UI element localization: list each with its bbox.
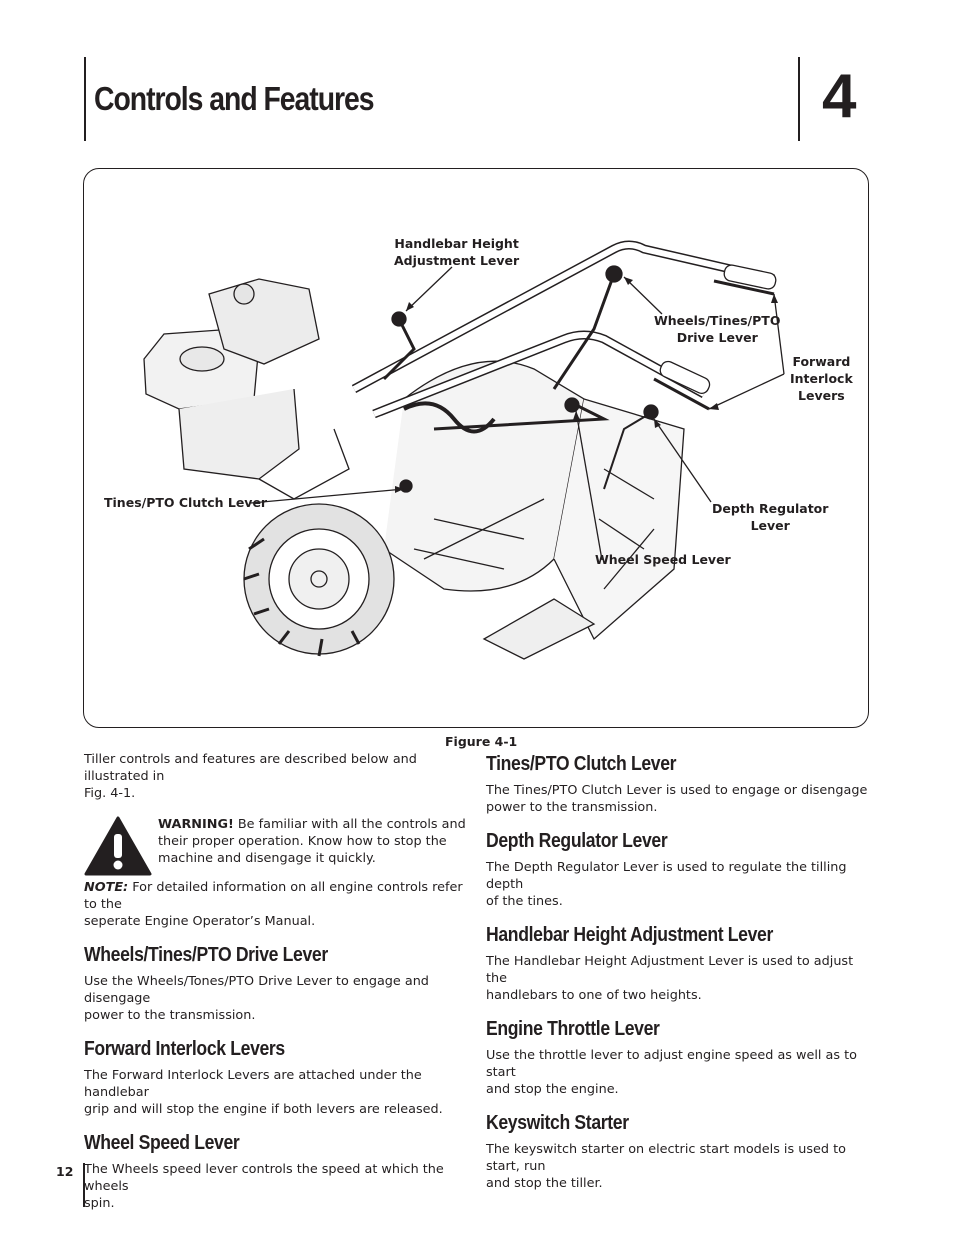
callout-line: Tines/PTO Clutch Lever: [104, 495, 268, 510]
body-line: power to the transmission.: [84, 1008, 256, 1023]
body-line: handlebars to one of two heights.: [486, 988, 702, 1003]
body-line: and stop the tiller.: [486, 1176, 603, 1191]
section-keyswitch: Keyswitch Starter The keyswitch starter …: [486, 1112, 870, 1192]
warning-line: their proper operation. Know how to stop…: [158, 834, 447, 849]
callout-clutch-lever: Tines/PTO Clutch Lever: [104, 494, 267, 511]
body-line: spin.: [84, 1196, 115, 1211]
callout-line: Adjustment Lever: [394, 253, 520, 268]
section-body: Use the throttle lever to adjust engine …: [486, 1047, 870, 1098]
section-body: The Depth Regulator Lever is used to reg…: [486, 859, 870, 910]
header-right-rule: [798, 57, 800, 141]
body-line: power to the transmission.: [486, 800, 658, 815]
body-line: The Forward Interlock Levers are attache…: [84, 1068, 422, 1100]
body-line: The Handlebar Height Adjustment Lever is…: [486, 954, 854, 986]
callout-line: Forward: [792, 354, 851, 369]
right-column: Tines/PTO Clutch Lever The Tines/PTO Clu…: [486, 753, 870, 1192]
callout-line: Depth Regulator: [712, 501, 829, 516]
section-clutch-lever: Tines/PTO Clutch Lever The Tines/PTO Clu…: [486, 753, 870, 816]
section-interlock-levers: Forward Interlock Levers The Forward Int…: [84, 1038, 468, 1118]
section-heading: Engine Throttle Lever: [486, 1018, 660, 1040]
header-left-rule: [84, 57, 86, 141]
callout-depth-lever: Depth Regulator Lever: [712, 500, 828, 534]
note-line: seperate Engine Operator’s Manual.: [84, 914, 316, 929]
section-body: The Tines/PTO Clutch Lever is used to en…: [486, 782, 870, 816]
body-line: The Wheels speed lever controls the spee…: [84, 1162, 444, 1194]
callout-interlock-levers: Forward Interlock Levers: [790, 353, 853, 404]
body-line: of the tines.: [486, 894, 563, 909]
callout-line: Levers: [798, 388, 845, 403]
body-line: The Tines/PTO Clutch Lever is used to en…: [486, 783, 868, 798]
section-heading: Depth Regulator Lever: [486, 830, 668, 852]
page-title: Controls and Features: [94, 80, 375, 117]
section-body: The keyswitch starter on electric start …: [486, 1141, 870, 1192]
section-heading: Keyswitch Starter: [486, 1112, 629, 1134]
callout-line: Drive Lever: [676, 330, 758, 345]
section-heading: Wheels/Tines/PTO Drive Lever: [84, 944, 328, 966]
section-body: The Wheels speed lever controls the spee…: [84, 1161, 468, 1212]
warning-line: Be familiar with all the controls and: [233, 817, 466, 832]
section-throttle-lever: Engine Throttle Lever Use the throttle l…: [486, 1018, 870, 1098]
body-line: Use the Wheels/Tones/PTO Drive Lever to …: [84, 974, 429, 1006]
section-depth-lever: Depth Regulator Lever The Depth Regulato…: [486, 830, 870, 910]
warning-line: machine and disengage it quickly.: [158, 851, 376, 866]
chapter-number: 4: [822, 62, 857, 131]
callout-drive-lever: Wheels/Tines/PTO Drive Lever: [654, 312, 780, 346]
body-line: The keyswitch starter on electric start …: [486, 1142, 846, 1174]
section-handlebar-height: Handlebar Height Adjustment Lever The Ha…: [486, 924, 870, 1004]
footer-rule: [83, 1163, 85, 1207]
warning-icon: [84, 816, 152, 876]
callout-line: Wheels/Tines/PTO: [654, 313, 781, 328]
callout-line: Wheel Speed Lever: [595, 552, 731, 567]
note-line: For detailed information on all engine c…: [84, 880, 463, 912]
intro-paragraph: Tiller controls and features are describ…: [84, 751, 468, 802]
section-heading: Wheel Speed Lever: [84, 1132, 240, 1154]
section-body: The Forward Interlock Levers are attache…: [84, 1067, 468, 1118]
tiller-illustration: [143, 240, 785, 660]
intro-line: Fig. 4-1.: [84, 786, 136, 801]
callout-line: Lever: [750, 518, 790, 533]
left-column: Tiller controls and features are describ…: [84, 751, 468, 1212]
note-label: NOTE:: [84, 880, 129, 895]
callout-wheel-speed: Wheel Speed Lever: [595, 551, 731, 568]
callout-line: Handlebar Height: [394, 236, 519, 251]
body-line: Use the throttle lever to adjust engine …: [486, 1048, 857, 1080]
body-line: and stop the engine.: [486, 1082, 619, 1097]
note-paragraph: NOTE: For detailed information on all en…: [84, 879, 468, 930]
section-drive-lever: Wheels/Tines/PTO Drive Lever Use the Whe…: [84, 944, 468, 1024]
section-heading: Tines/PTO Clutch Lever: [486, 753, 677, 775]
intro-line: Tiller controls and features are describ…: [84, 752, 417, 784]
section-body: The Handlebar Height Adjustment Lever is…: [486, 953, 870, 1004]
callout-handlebar-height: Handlebar Height Adjustment Lever: [394, 235, 519, 269]
warning-text: WARNING! Be familiar with all the contro…: [158, 816, 478, 867]
section-heading: Handlebar Height Adjustment Lever: [486, 924, 773, 946]
figure-frame: Handlebar Height Adjustment Lever Wheels…: [83, 168, 869, 728]
page-number: 12: [56, 1164, 74, 1179]
callout-line: Interlock: [790, 371, 853, 386]
figure-caption: Figure 4-1: [445, 734, 518, 749]
section-body: Use the Wheels/Tones/PTO Drive Lever to …: [84, 973, 468, 1024]
warning-label: WARNING!: [158, 817, 234, 832]
section-wheel-speed: Wheel Speed Lever The Wheels speed lever…: [84, 1132, 468, 1212]
section-heading: Forward Interlock Levers: [84, 1038, 285, 1060]
warning-block: WARNING! Be familiar with all the contro…: [84, 816, 468, 876]
body-line: The Depth Regulator Lever is used to reg…: [486, 860, 847, 892]
body-line: grip and will stop the engine if both le…: [84, 1102, 443, 1117]
